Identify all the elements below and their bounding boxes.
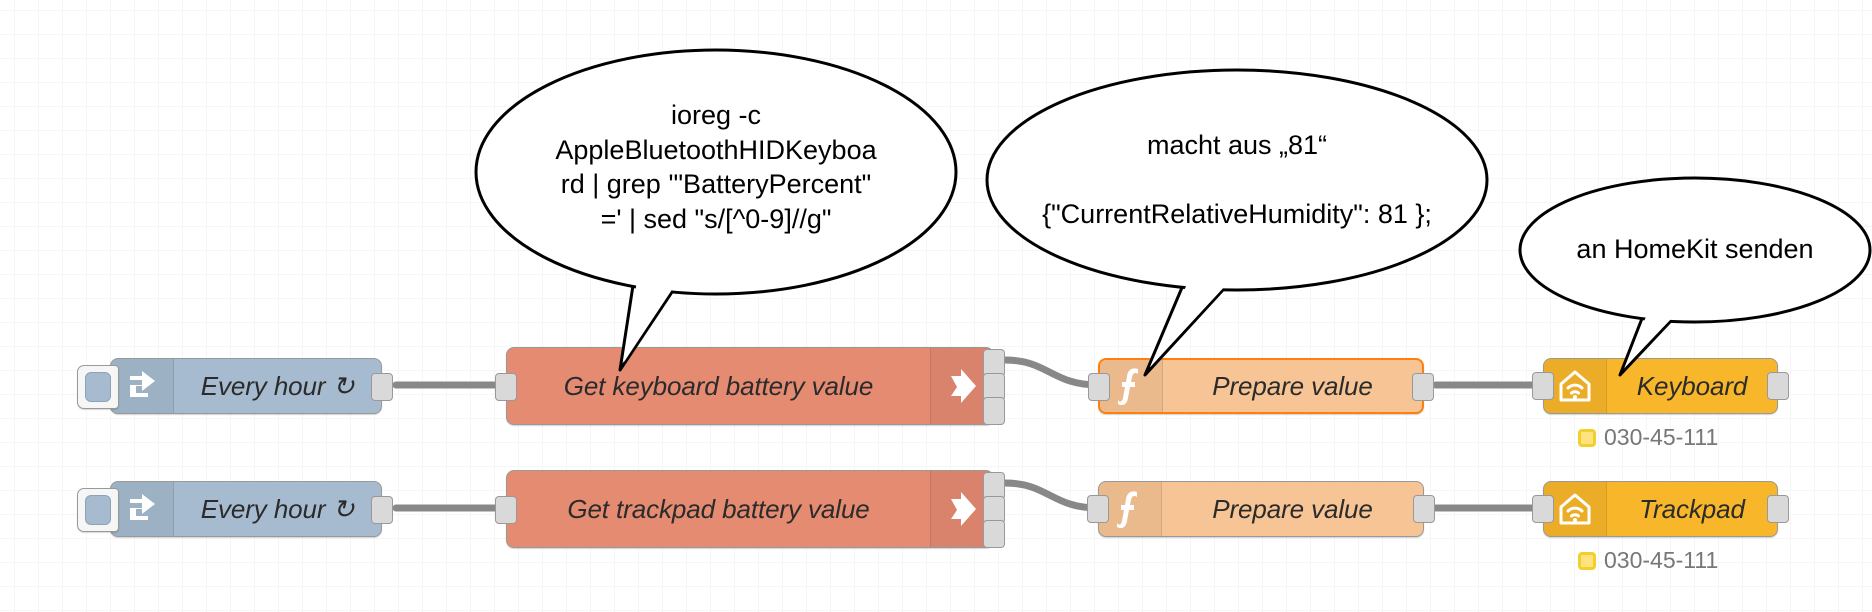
status-dot-icon [1578, 551, 1596, 570]
callout-bubble-homekit [1518, 176, 1872, 324]
node-label: Every hour ↻ [200, 493, 355, 524]
callout-bubble-function [985, 68, 1489, 292]
node-function-keyboard[interactable]: Prepare value [1088, 358, 1434, 414]
homekit-house-icon [1544, 359, 1607, 413]
exec-arrow-icon [930, 471, 993, 547]
status-badge-keyboard: 030-45-111 [1578, 424, 1718, 451]
node-label: Keyboard [1636, 370, 1748, 401]
wire-exec-to-func-2 [1001, 479, 1102, 512]
node-label: Get keyboard battery value [563, 370, 874, 401]
input-port[interactable] [495, 496, 517, 524]
output-port[interactable] [1767, 495, 1789, 523]
node-label: Trackpad [1639, 493, 1745, 524]
inject-button-pad [85, 495, 111, 525]
node-exec-trackpad[interactable]: Get trackpad battery value [495, 470, 1005, 548]
input-port[interactable] [1532, 495, 1554, 523]
status-dot-icon [1578, 428, 1596, 447]
node-exec-keyboard[interactable]: Get keyboard battery value [495, 347, 1005, 425]
node-label: Every hour ↻ [200, 370, 355, 401]
callout-bubble-exec [474, 48, 958, 296]
input-port[interactable] [1532, 372, 1554, 400]
homekit-house-icon [1544, 482, 1607, 536]
input-port[interactable] [495, 373, 517, 401]
node-function-trackpad[interactable]: Prepare value [1087, 481, 1435, 537]
output-port[interactable] [371, 496, 393, 524]
node-label: Prepare value [1212, 370, 1373, 401]
node-inject-trackpad[interactable]: Every hour ↻ [77, 481, 393, 537]
input-port[interactable] [1087, 495, 1109, 523]
input-port[interactable] [1088, 373, 1110, 401]
status-text: 030-45-111 [1604, 424, 1719, 450]
node-label: Prepare value [1212, 493, 1373, 524]
output-port[interactable] [371, 373, 393, 401]
output-port[interactable] [1767, 372, 1789, 400]
output-port[interactable] [1412, 373, 1434, 401]
output-port[interactable] [1413, 495, 1435, 523]
inject-trigger-button[interactable] [77, 365, 119, 409]
wire-exec-to-func-1 [1001, 356, 1102, 389]
status-badge-trackpad: 030-45-111 [1578, 547, 1718, 574]
node-homekit-trackpad[interactable]: Trackpad [1532, 481, 1789, 537]
inject-arrow-icon [111, 482, 174, 536]
exec-arrow-icon [930, 348, 993, 424]
output-port-3[interactable] [983, 520, 1005, 548]
node-homekit-keyboard[interactable]: Keyboard [1532, 358, 1789, 414]
node-inject-keyboard[interactable]: Every hour ↻ [77, 358, 393, 414]
inject-trigger-button[interactable] [77, 488, 119, 532]
output-port-3[interactable] [983, 397, 1005, 425]
function-f-icon [1099, 482, 1162, 536]
inject-button-pad [85, 372, 111, 402]
status-text: 030-45-111 [1604, 547, 1719, 573]
inject-arrow-icon [111, 359, 174, 413]
node-label: Get trackpad battery value [567, 493, 870, 524]
